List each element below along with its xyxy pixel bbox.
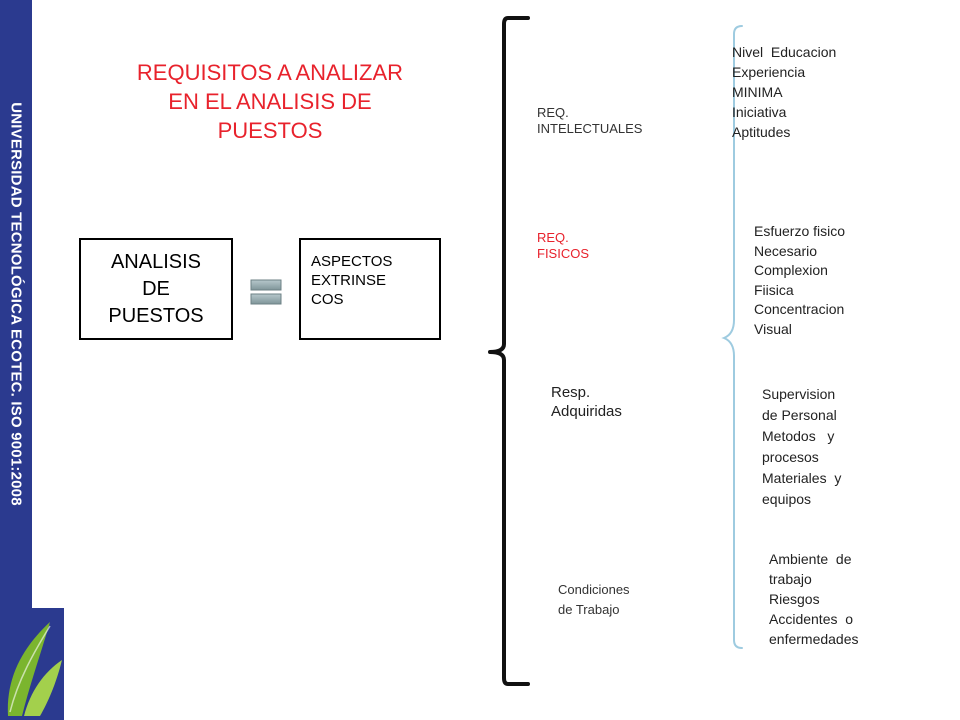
diagram-title: REQUISITOS A ANALIZAR EN EL ANALISIS DE … <box>100 58 440 145</box>
detail-item: Complexion <box>754 262 828 278</box>
detail-item: Aptitudes <box>732 124 791 140</box>
category-fisicos: REQ. FISICOS <box>537 230 590 261</box>
detail-item: Esfuerzo fisico <box>754 223 846 239</box>
detail-item: Fiisica <box>754 281 794 298</box>
detail-item: de Personal <box>762 407 837 423</box>
detail-item: enfermedades <box>769 631 859 647</box>
ecotec-leaf-logo <box>0 608 64 720</box>
aspectos-extrinsecos-box: ASPECTOS EXTRINSE COS <box>299 238 441 340</box>
category-intelectuales: REQ. INTELECTUALES <box>537 105 643 136</box>
title-line: PUESTOS <box>217 118 323 143</box>
analisis-de-puestos-box: ANALISIS DE PUESTOS <box>79 238 233 340</box>
box-line: ASPECTOS <box>311 253 393 270</box>
detail-brace <box>721 25 743 649</box>
box-line: PUESTOS <box>108 304 204 327</box>
detail-item: Materiales y <box>762 470 842 486</box>
box-line: DE <box>142 277 170 300</box>
detail-item: Ambiente de <box>769 551 852 567</box>
detail-item: Experiencia <box>732 64 806 80</box>
detail-item: Accidentes o <box>769 611 854 627</box>
university-name: UNIVERSIDAD TECNOLÓGICA ECOTEC. ISO 9001… <box>7 102 25 506</box>
detail-item: Necesario <box>754 242 818 259</box>
detail-item: procesos <box>762 449 819 465</box>
detail-item: equipos <box>762 491 812 507</box>
box-line: COS <box>311 291 344 308</box>
equals-icon <box>250 279 282 305</box>
category-condiciones: Condiciones de Trabajo <box>558 582 630 617</box>
detail-list-intelectuales: Nivel Educacion Experiencia MINIMA Inici… <box>732 42 836 142</box>
detail-list-responsabilidades: Supervision de Personal Metodos y proces… <box>762 384 841 510</box>
detail-list-fisicos: Esfuerzo fisico Necesario Complexion Fii… <box>754 222 845 339</box>
detail-item: trabajo <box>769 571 812 587</box>
detail-item: Iniciativa <box>732 104 787 120</box>
detail-list-condiciones: Ambiente de trabajo Riesgos Accidentes o… <box>769 549 859 649</box>
main-brace <box>488 16 530 686</box>
title-line: REQUISITOS A ANALIZAR <box>136 60 404 85</box>
detail-item: Supervision <box>762 386 836 402</box>
sidebar-banner: UNIVERSIDAD TECNOLÓGICA ECOTEC. ISO 9001… <box>0 0 32 608</box>
detail-item: Nivel Educacion <box>732 44 837 60</box>
detail-item: Riesgos <box>769 591 820 607</box>
title-line: EN EL ANALISIS DE <box>168 89 372 114</box>
detail-item: Visual <box>754 320 792 337</box>
box-line: EXTRINSE <box>311 272 387 289</box>
category-responsabilidades: Resp. Adquiridas <box>551 384 622 420</box>
detail-item: Metodos y <box>762 428 835 444</box>
detail-item: MINIMA <box>732 84 783 100</box>
detail-item: Concentracion <box>754 301 845 317</box>
box-line: ANALISIS <box>110 250 202 273</box>
